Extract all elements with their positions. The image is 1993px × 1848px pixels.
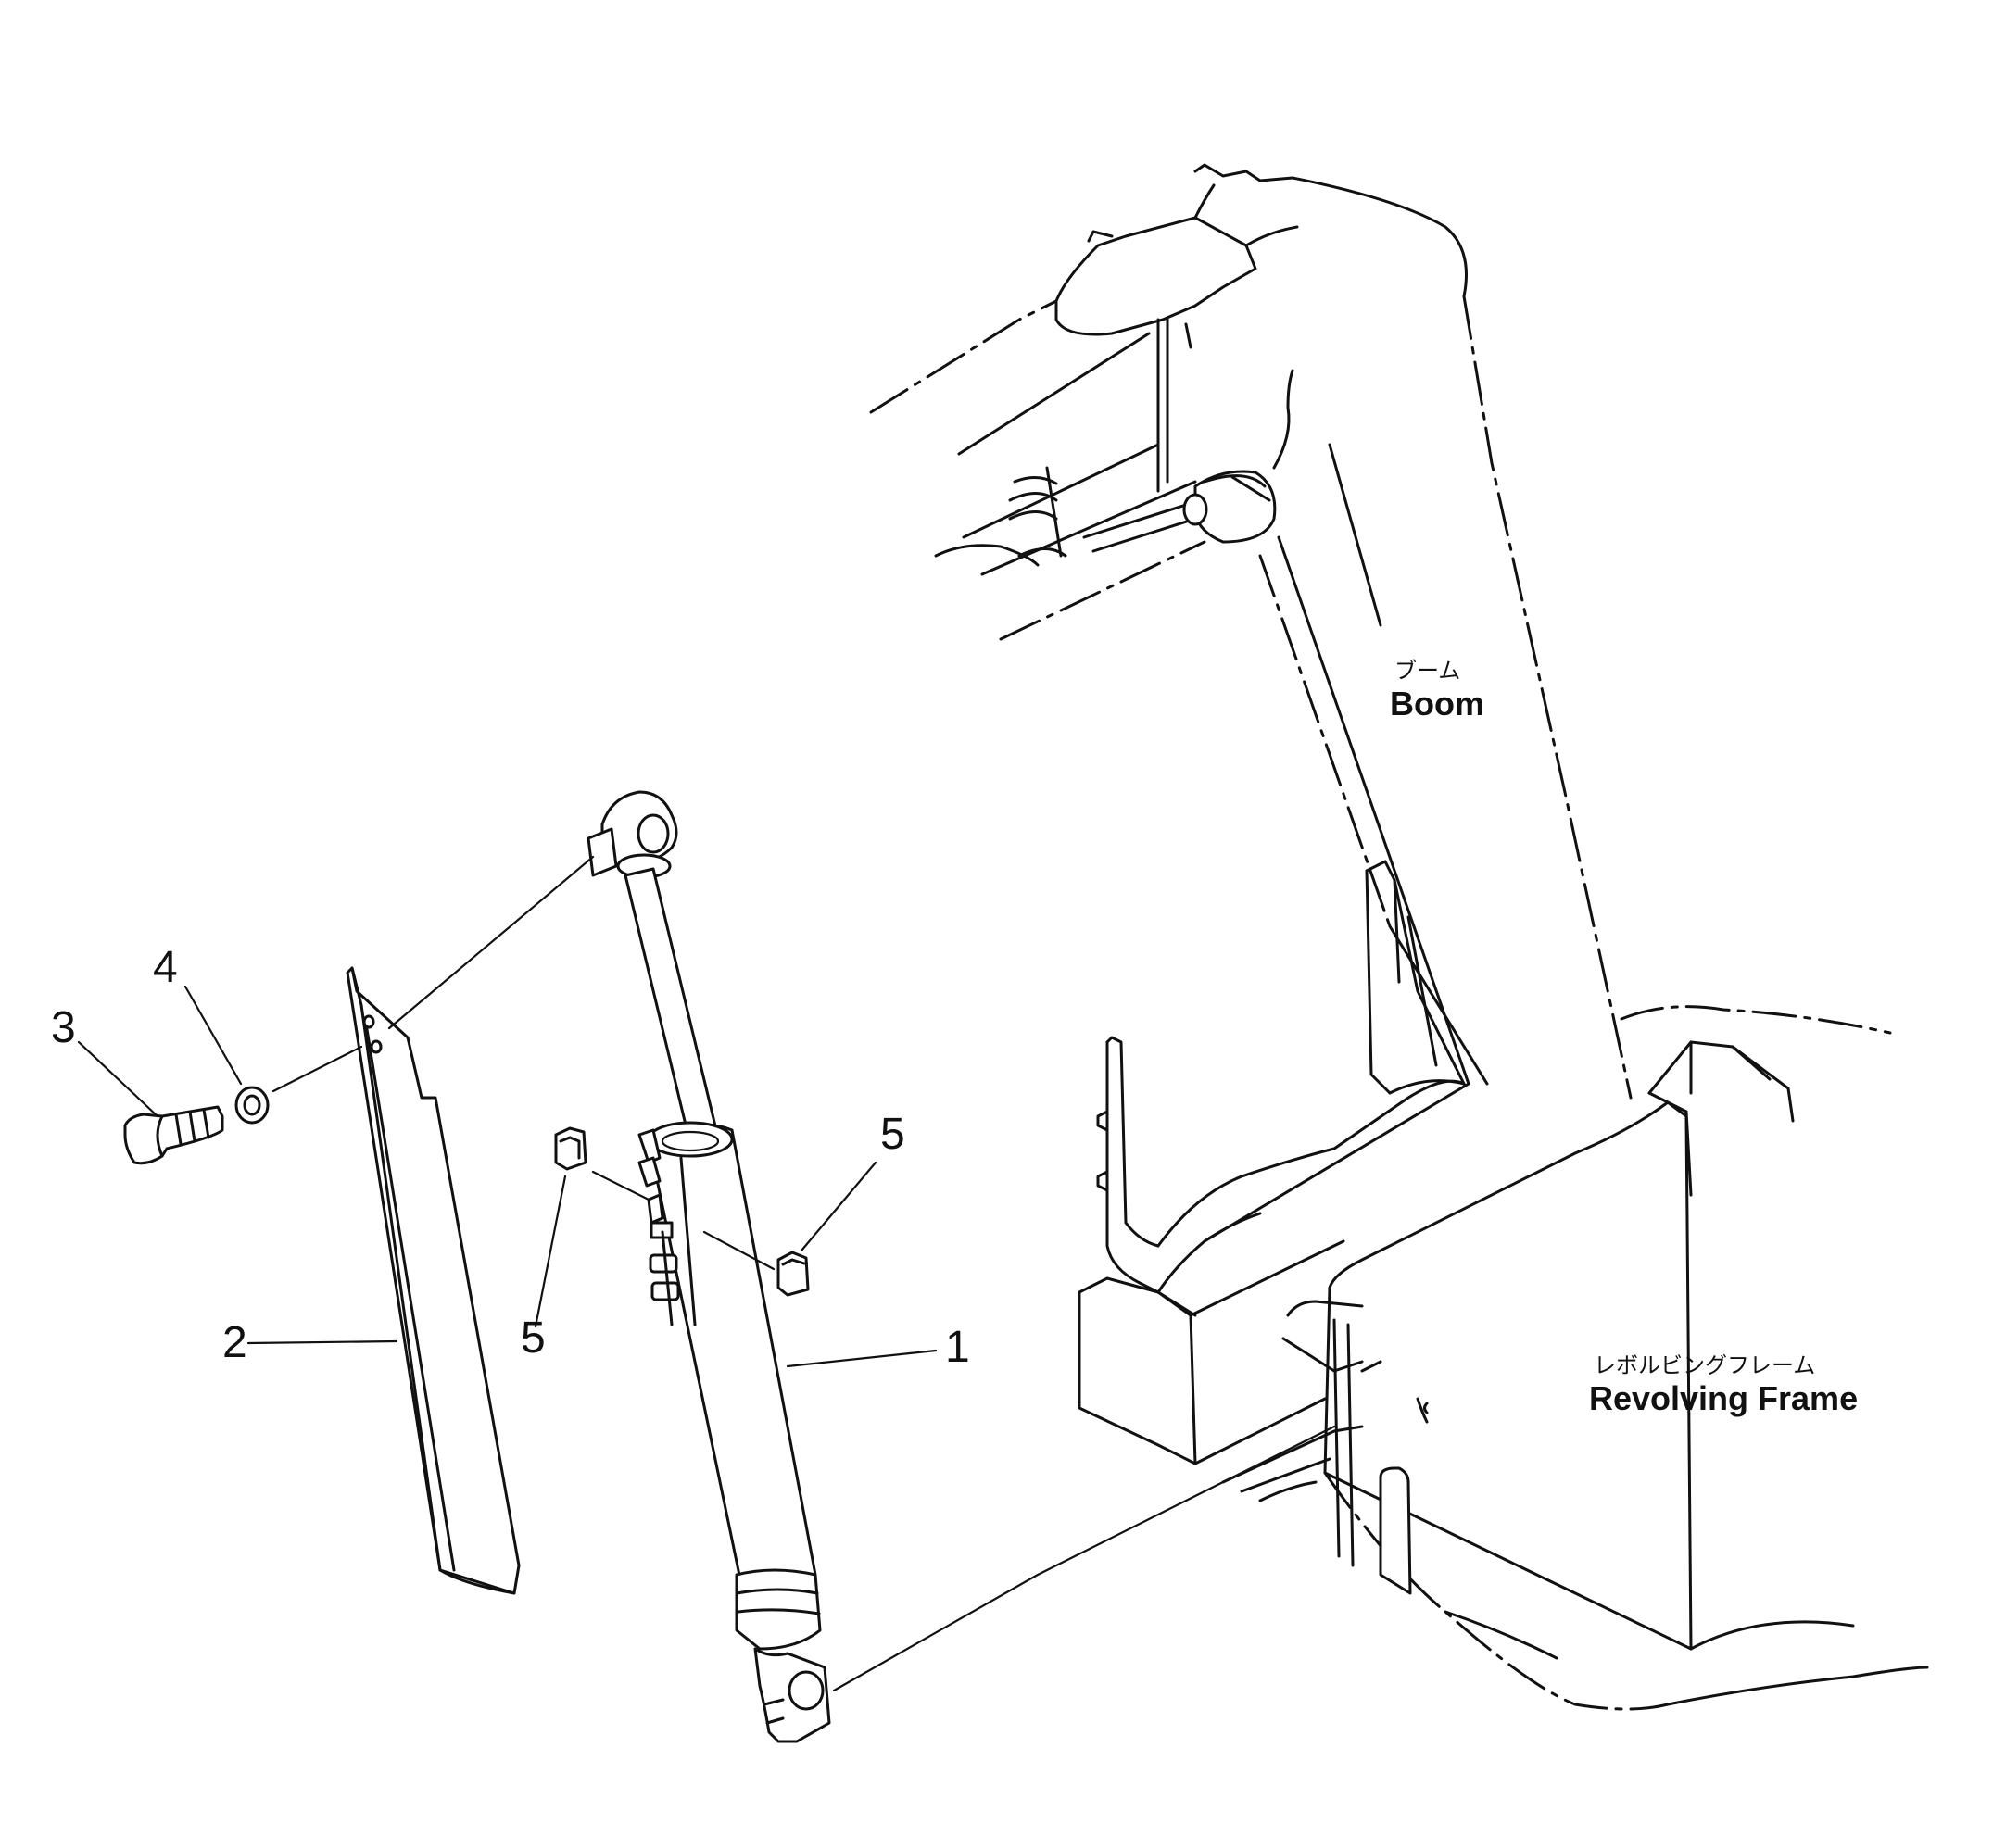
- spacer-left: [554, 1126, 587, 1171]
- callout-1: 1: [945, 1323, 970, 1372]
- hydraulic-cylinder: [587, 790, 831, 1743]
- callout-5-left: 5: [521, 1314, 546, 1363]
- spacer-right: [776, 1251, 810, 1297]
- callout-2: 2: [222, 1318, 247, 1367]
- cover-plate: [346, 966, 521, 1595]
- revolving-frame: [1221, 1005, 1929, 1711]
- frame-label-jp: レボルビングフレーム: [1594, 1352, 1815, 1378]
- assembly-lines: [271, 855, 1336, 1692]
- boom-label-en: Boom: [1390, 685, 1484, 723]
- callout-4: 4: [153, 943, 178, 992]
- leader-lines: [77, 985, 938, 1368]
- washer: [234, 1086, 270, 1125]
- callout-5-right: 5: [880, 1110, 905, 1159]
- boom-label-jp: ブーム: [1394, 658, 1460, 684]
- boom-bracket: [1078, 860, 1470, 1465]
- bolt: [123, 1105, 224, 1165]
- callout-3: 3: [51, 1003, 76, 1052]
- boom: [869, 163, 1633, 1100]
- frame-label-en: Revolving Frame: [1589, 1379, 1858, 1417]
